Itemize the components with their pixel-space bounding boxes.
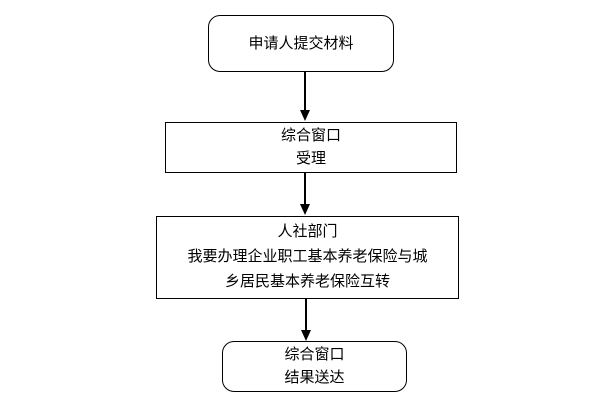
node-hr-department-title: 人社部门 [277,224,338,240]
node-window-accept-subtitle: 受理 [295,150,326,167]
connector-arrow-2 [300,173,310,215]
node-window-result: 综合窗口 结果送达 [222,341,407,392]
node-hr-department-desc-line-1: 我要办理企业职工基本养老保险与城 [187,249,428,265]
node-window-result-subtitle: 结果送达 [284,369,345,386]
node-hr-department: 人社部门 我要办理企业职工基本养老保险与城 乡居民基本养老保险互转 [156,216,459,299]
node-applicant-submit: 申请人提交材料 [208,15,394,72]
arrowhead-down-icon [301,330,311,341]
arrowhead-down-icon [300,110,310,121]
node-window-accept: 综合窗口 受理 [165,122,457,173]
connector-arrow-3 [301,299,311,341]
connector-arrow-1 [300,72,310,121]
arrowhead-down-icon [300,204,310,215]
node-window-accept-title: 综合窗口 [280,127,341,144]
node-window-result-title: 综合窗口 [284,346,345,363]
node-hr-department-desc-line-2: 乡居民基本养老保险互转 [224,274,390,290]
node-applicant-submit-label: 申请人提交材料 [248,35,354,52]
